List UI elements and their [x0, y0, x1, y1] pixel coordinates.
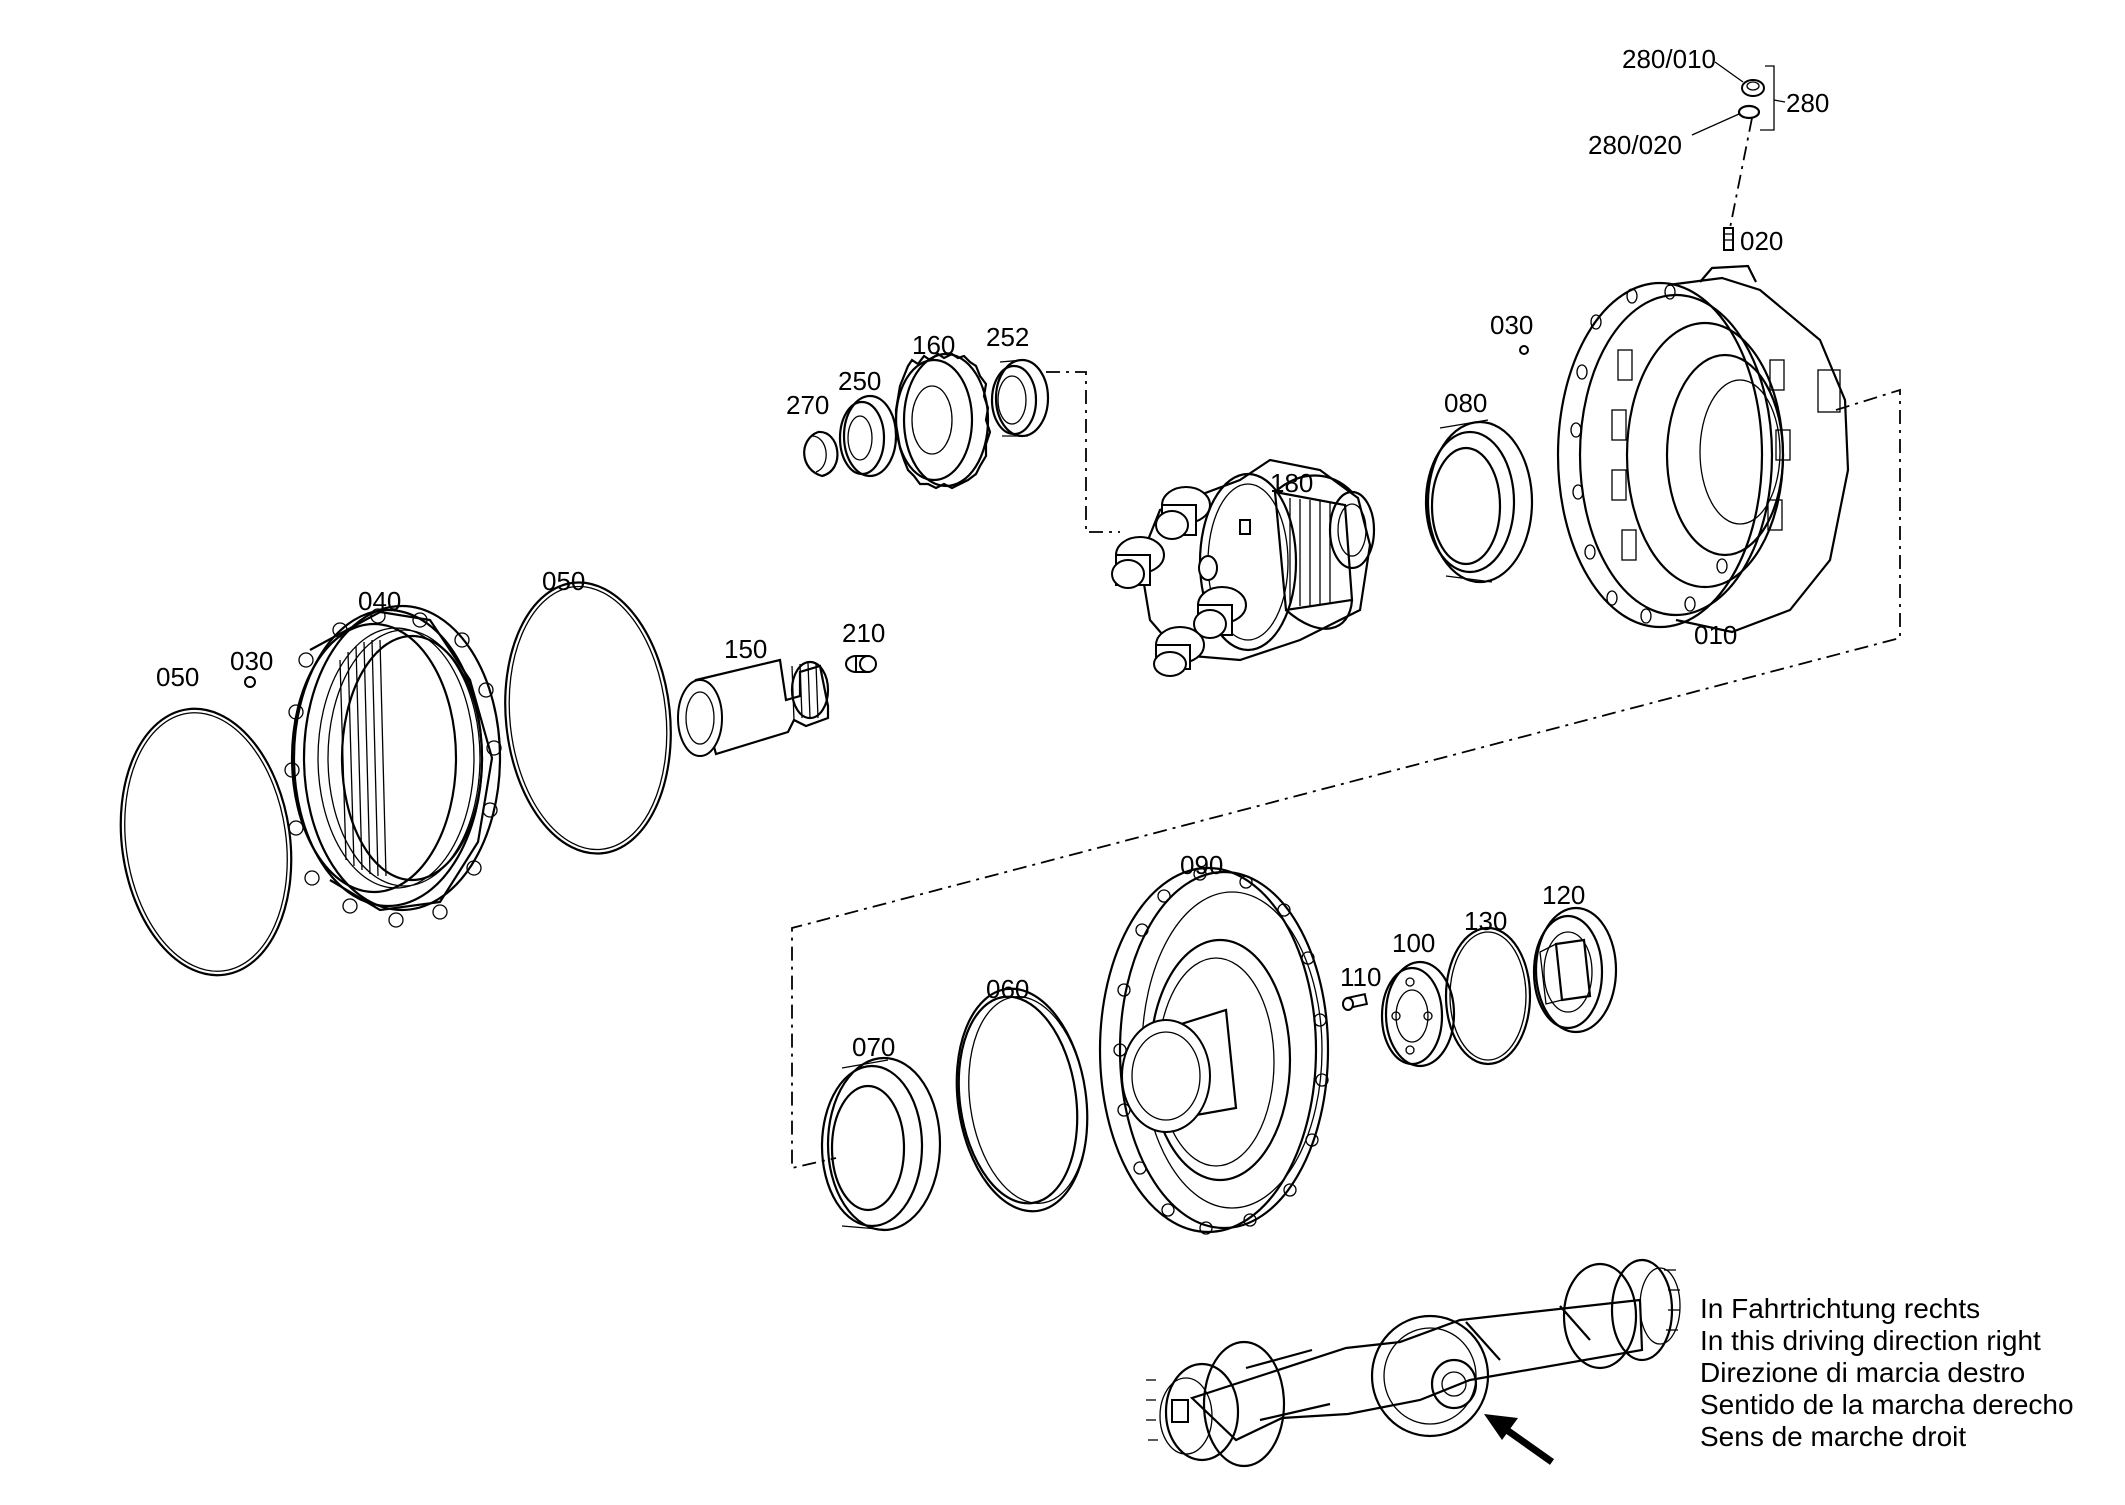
part-090-wheel-hub	[1098, 866, 1330, 1235]
label-060: 060	[986, 974, 1029, 1004]
label-270: 270	[786, 390, 829, 420]
label-070: 070	[852, 1032, 895, 1062]
part-100-nut	[1380, 960, 1456, 1068]
direction-arrow-icon	[1484, 1414, 1555, 1465]
label-150: 150	[724, 634, 767, 664]
label-180: 180	[1270, 468, 1313, 498]
direction-note: In Fahrtrichtung rechts In this driving …	[1700, 1293, 2074, 1452]
part-252-bearing	[990, 358, 1050, 438]
label-030-top: 030	[1490, 310, 1533, 340]
part-270-snap-ring	[803, 430, 839, 478]
part-030-ball-left	[244, 676, 256, 688]
label-010: 010	[1694, 620, 1737, 650]
note-line-it: Direzione di marcia destro	[1700, 1357, 2025, 1388]
label-160: 160	[912, 330, 955, 360]
part-050-o-ring-left	[119, 707, 293, 977]
note-line-de: In Fahrtrichtung rechts	[1700, 1293, 1980, 1324]
part-160-gear	[894, 352, 992, 490]
label-050-right: 050	[542, 566, 585, 596]
part-labels: 280/010 280 280/020 020 030 080 010 180 …	[156, 44, 1829, 1062]
label-130: 130	[1464, 906, 1507, 936]
part-030-ball-top	[1519, 345, 1529, 355]
part-060-ring	[955, 987, 1089, 1213]
part-050-o-ring-right	[504, 581, 672, 855]
part-070-bearing	[820, 1056, 942, 1232]
assembly-axes	[791, 117, 1901, 1170]
label-030-left: 030	[230, 646, 273, 676]
note-line-es: Sentido de la marcha derecho	[1700, 1389, 2074, 1420]
note-line-fr: Sens de marche droit	[1700, 1421, 1966, 1452]
label-040: 040	[358, 586, 401, 616]
label-080: 080	[1444, 388, 1487, 418]
label-100: 100	[1392, 928, 1435, 958]
label-110: 110	[1340, 962, 1381, 992]
part-250-bearing	[838, 394, 898, 478]
part-120-cover	[1532, 906, 1618, 1034]
label-020: 020	[1740, 226, 1783, 256]
note-line-en: In this driving direction right	[1700, 1325, 2041, 1356]
axle-overview-illustration	[1146, 1258, 1681, 1468]
label-250: 250	[838, 366, 881, 396]
label-120: 120	[1542, 880, 1585, 910]
part-080-bearing	[1424, 419, 1534, 584]
part-280-breather	[1691, 61, 1786, 136]
label-210: 210	[842, 618, 885, 648]
label-050-left: 050	[156, 662, 199, 692]
label-252: 252	[986, 322, 1029, 352]
label-280: 280	[1786, 88, 1829, 118]
part-180-planet-carrier	[1111, 458, 1376, 677]
part-010-housing	[1556, 264, 1850, 634]
label-280-010: 280/010	[1622, 44, 1716, 74]
part-020-screw	[1723, 227, 1734, 251]
part-150-sun-shaft	[677, 658, 830, 757]
part-130-circlip	[1444, 926, 1532, 1066]
part-040-ring-gear	[284, 604, 502, 928]
part-110-pin	[1342, 993, 1369, 1011]
label-280-020: 280/020	[1588, 130, 1682, 160]
label-090: 090	[1180, 850, 1223, 880]
part-210-pin	[845, 655, 877, 673]
